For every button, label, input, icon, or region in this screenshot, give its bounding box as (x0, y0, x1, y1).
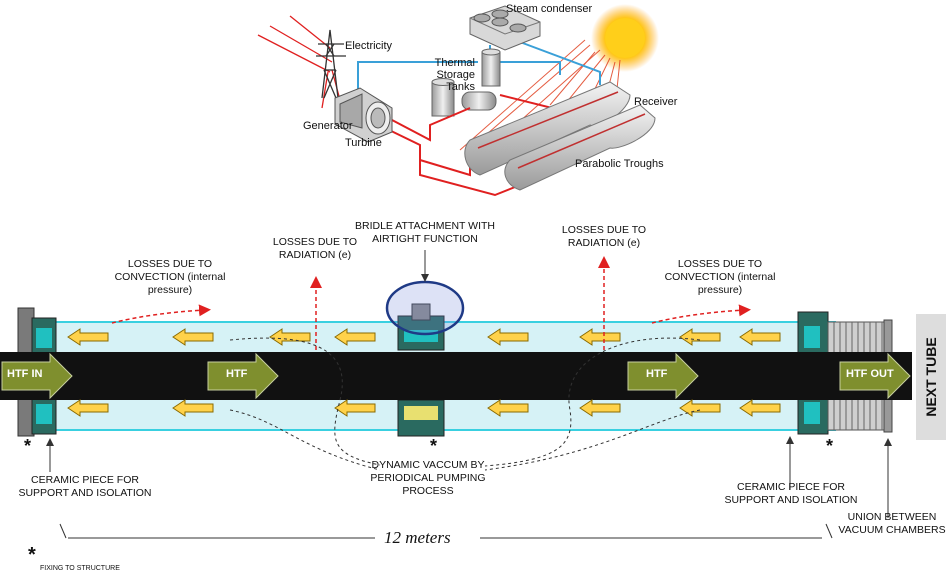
next-tube-panel: NEXT TUBE (916, 314, 946, 440)
label-htf-1: HTF (226, 368, 248, 380)
vacuum-path-lines (229, 337, 701, 471)
htf-flow-arrows (1, 352, 911, 400)
legend-asterisk: * (28, 544, 36, 566)
absorber-tube (0, 352, 912, 400)
parabolic-troughs-icon (464, 81, 656, 191)
label-turbine: Turbine (345, 137, 382, 149)
label-ceramic-left: CERAMIC PIECE FOR SUPPORT AND ISOLATION (18, 474, 152, 499)
label-htf-out: HTF OUT (846, 368, 894, 380)
bridle-highlight-ellipse (385, 280, 465, 336)
fixing-asterisk-right: * (826, 436, 834, 456)
label-radiation-left: LOSSES DUE TO RADIATION (e) (272, 236, 358, 261)
label-steam-condenser: Steam condenser (506, 3, 593, 15)
label-receiver: Receiver (634, 96, 678, 108)
label-convection-right: LOSSES DUE TO CONVECTION (internal press… (664, 258, 776, 296)
steam-pipes (357, 41, 601, 92)
label-dynamic-vacuum: DYNAMIC VACCUM BY PERIODICAL PUMPING PRO… (370, 459, 486, 497)
legend-fixing-to-structure: FIXING TO STRUCTURE (40, 565, 120, 572)
label-next-tube: NEXT TUBE (923, 337, 939, 417)
label-parabolic-troughs: Parabolic Troughs (575, 158, 664, 170)
label-thermal-storage: Thermal Storage Tanks (434, 57, 475, 93)
convection-loss-arrows (111, 304, 751, 324)
generator-turbine-icon (334, 87, 393, 143)
htf-in-arrow (1, 352, 73, 400)
electricity-lines (257, 15, 341, 109)
htf-out-arrow (839, 352, 911, 400)
label-electricity: Electricity (345, 40, 393, 52)
fixing-asterisk-left: * (24, 436, 32, 456)
label-length: 12 meters (384, 528, 451, 547)
callout-lines (46, 250, 892, 518)
label-ceramic-right: CERAMIC PIECE FOR SUPPORT AND ISOLATION (724, 481, 858, 506)
htf-arrow-1 (207, 352, 279, 400)
solar-plant-schematic (257, 4, 659, 197)
radiation-loss-arrows (310, 256, 610, 350)
steam-condenser-icon (469, 5, 541, 51)
label-union: UNION BETWEEN VACUUM CHAMBERS (838, 511, 946, 536)
label-convection-left: LOSSES DUE TO CONVECTION (internal press… (114, 258, 226, 296)
label-radiation-right: LOSSES DUE TO RADIATION (e) (561, 224, 647, 249)
htf-arrow-2 (627, 352, 699, 400)
thermal-storage-tanks-icon (431, 48, 501, 117)
receiver-tube (0, 250, 912, 539)
label-htf-in: HTF IN (7, 368, 43, 380)
length-dimension (59, 523, 833, 539)
label-bridle-attachment: BRIDLE ATTACHMENT WITH AIRTIGHT FUNCTION (354, 220, 495, 245)
label-generator: Generator (303, 120, 353, 132)
fixing-asterisk-middle: * (430, 436, 438, 456)
power-pylon-icon (316, 29, 346, 99)
vacuum-flow-arrows (67, 328, 781, 417)
label-htf-2: HTF (646, 368, 668, 380)
